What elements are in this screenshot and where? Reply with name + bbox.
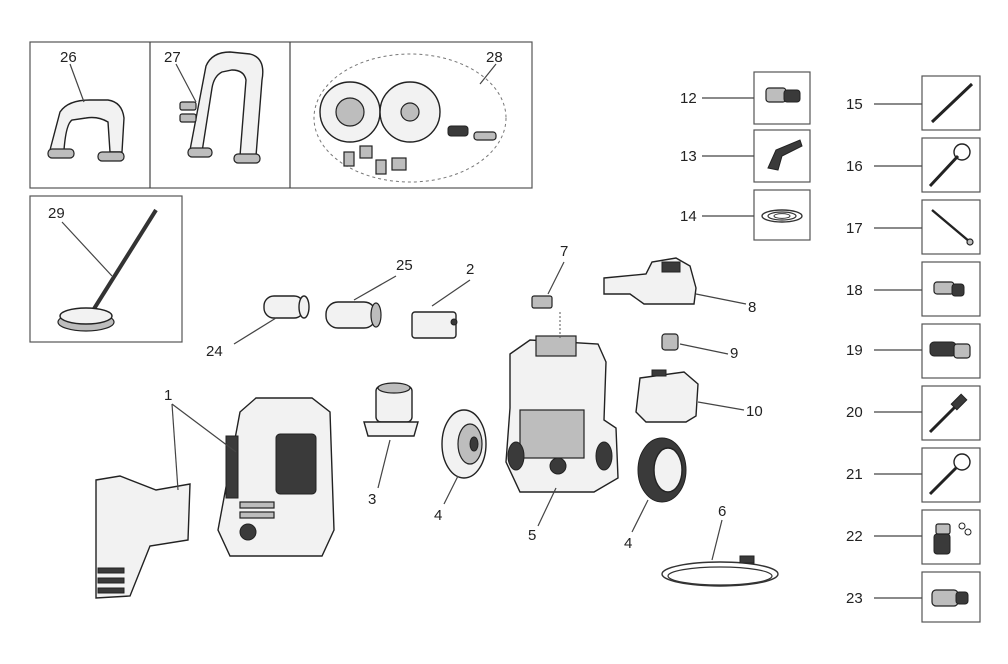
part-22-foam-bottle xyxy=(933,522,972,555)
part-26-hook xyxy=(47,99,125,162)
leader-28 xyxy=(479,63,497,85)
accessory-22-frame xyxy=(921,509,981,565)
part-4-wheel-left xyxy=(441,409,487,479)
part-5-frame xyxy=(505,335,619,493)
leader-1a xyxy=(171,403,237,453)
part-23-connector xyxy=(931,589,969,607)
label-24: 24 xyxy=(206,343,223,360)
part-3-cap xyxy=(363,382,419,437)
leader-25 xyxy=(353,275,397,301)
label-13: 13 xyxy=(680,148,697,165)
leader-4a xyxy=(443,475,459,505)
leader-29 xyxy=(61,221,113,277)
part-12-adapter xyxy=(765,87,801,103)
label-19: 19 xyxy=(846,342,863,359)
accessory-14-frame xyxy=(753,189,811,241)
leader-4b xyxy=(631,499,649,533)
part-13-spray-gun xyxy=(767,139,803,171)
label-2: 2 xyxy=(466,261,474,278)
label-8: 8 xyxy=(748,299,756,316)
part-8-bracket xyxy=(603,257,697,305)
label-5: 5 xyxy=(528,527,536,544)
label-21: 21 xyxy=(846,466,863,483)
label-9: 9 xyxy=(730,345,738,362)
part-28-reel-kit xyxy=(313,53,507,183)
leader-2 xyxy=(431,279,471,307)
label-7: 7 xyxy=(560,243,568,260)
label-27: 27 xyxy=(164,49,181,66)
part-18-nozzle xyxy=(933,281,965,297)
label-14: 14 xyxy=(680,208,697,225)
part-14-hose-coil xyxy=(761,209,803,223)
part-15-lance xyxy=(930,82,974,124)
part-21-rotary-brush xyxy=(928,453,971,496)
part-7-switch xyxy=(531,295,553,309)
label-20: 20 xyxy=(846,404,863,421)
label-16: 16 xyxy=(846,158,863,175)
label-1: 1 xyxy=(164,387,172,404)
leader-10 xyxy=(697,401,745,411)
label-15: 15 xyxy=(846,96,863,113)
label-26: 26 xyxy=(60,49,77,66)
label-22: 22 xyxy=(846,528,863,545)
leader-9 xyxy=(679,343,729,355)
label-28: 28 xyxy=(486,49,503,66)
label-25: 25 xyxy=(396,257,413,274)
label-12: 12 xyxy=(680,90,697,107)
leader-1b xyxy=(171,403,179,491)
leader-8 xyxy=(695,293,747,305)
part-24-cylinder xyxy=(263,295,310,319)
label-6: 6 xyxy=(718,503,726,520)
label-4b: 4 xyxy=(624,535,632,552)
part-19-turbo-nozzle xyxy=(929,341,971,359)
leader-27 xyxy=(175,63,197,103)
part-20-brush xyxy=(928,393,968,434)
part-10-tank xyxy=(635,369,699,423)
part-2-cover xyxy=(411,311,458,339)
part-27-handle xyxy=(179,51,264,164)
leader-26 xyxy=(69,63,85,103)
part-4-wheel-right xyxy=(637,437,687,503)
part-1-side-panel xyxy=(95,475,191,599)
part-29-surface-cleaner xyxy=(57,208,158,332)
part-25-filter xyxy=(325,301,382,329)
label-23: 23 xyxy=(846,590,863,607)
leader-3 xyxy=(377,439,391,489)
leader-6 xyxy=(711,519,723,561)
leader-7 xyxy=(547,261,565,295)
part-6-power-cord xyxy=(661,555,779,587)
part-16-rotary-lance xyxy=(928,143,971,188)
part-17-extension xyxy=(931,209,974,246)
part-9-connector xyxy=(661,333,679,351)
label-4a: 4 xyxy=(434,507,442,524)
label-3: 3 xyxy=(368,491,376,508)
leader-5 xyxy=(537,487,557,527)
leader-24 xyxy=(233,317,277,345)
part-1-housing xyxy=(217,397,335,557)
label-18: 18 xyxy=(846,282,863,299)
label-17: 17 xyxy=(846,220,863,237)
label-29: 29 xyxy=(48,205,65,222)
label-10: 10 xyxy=(746,403,763,420)
